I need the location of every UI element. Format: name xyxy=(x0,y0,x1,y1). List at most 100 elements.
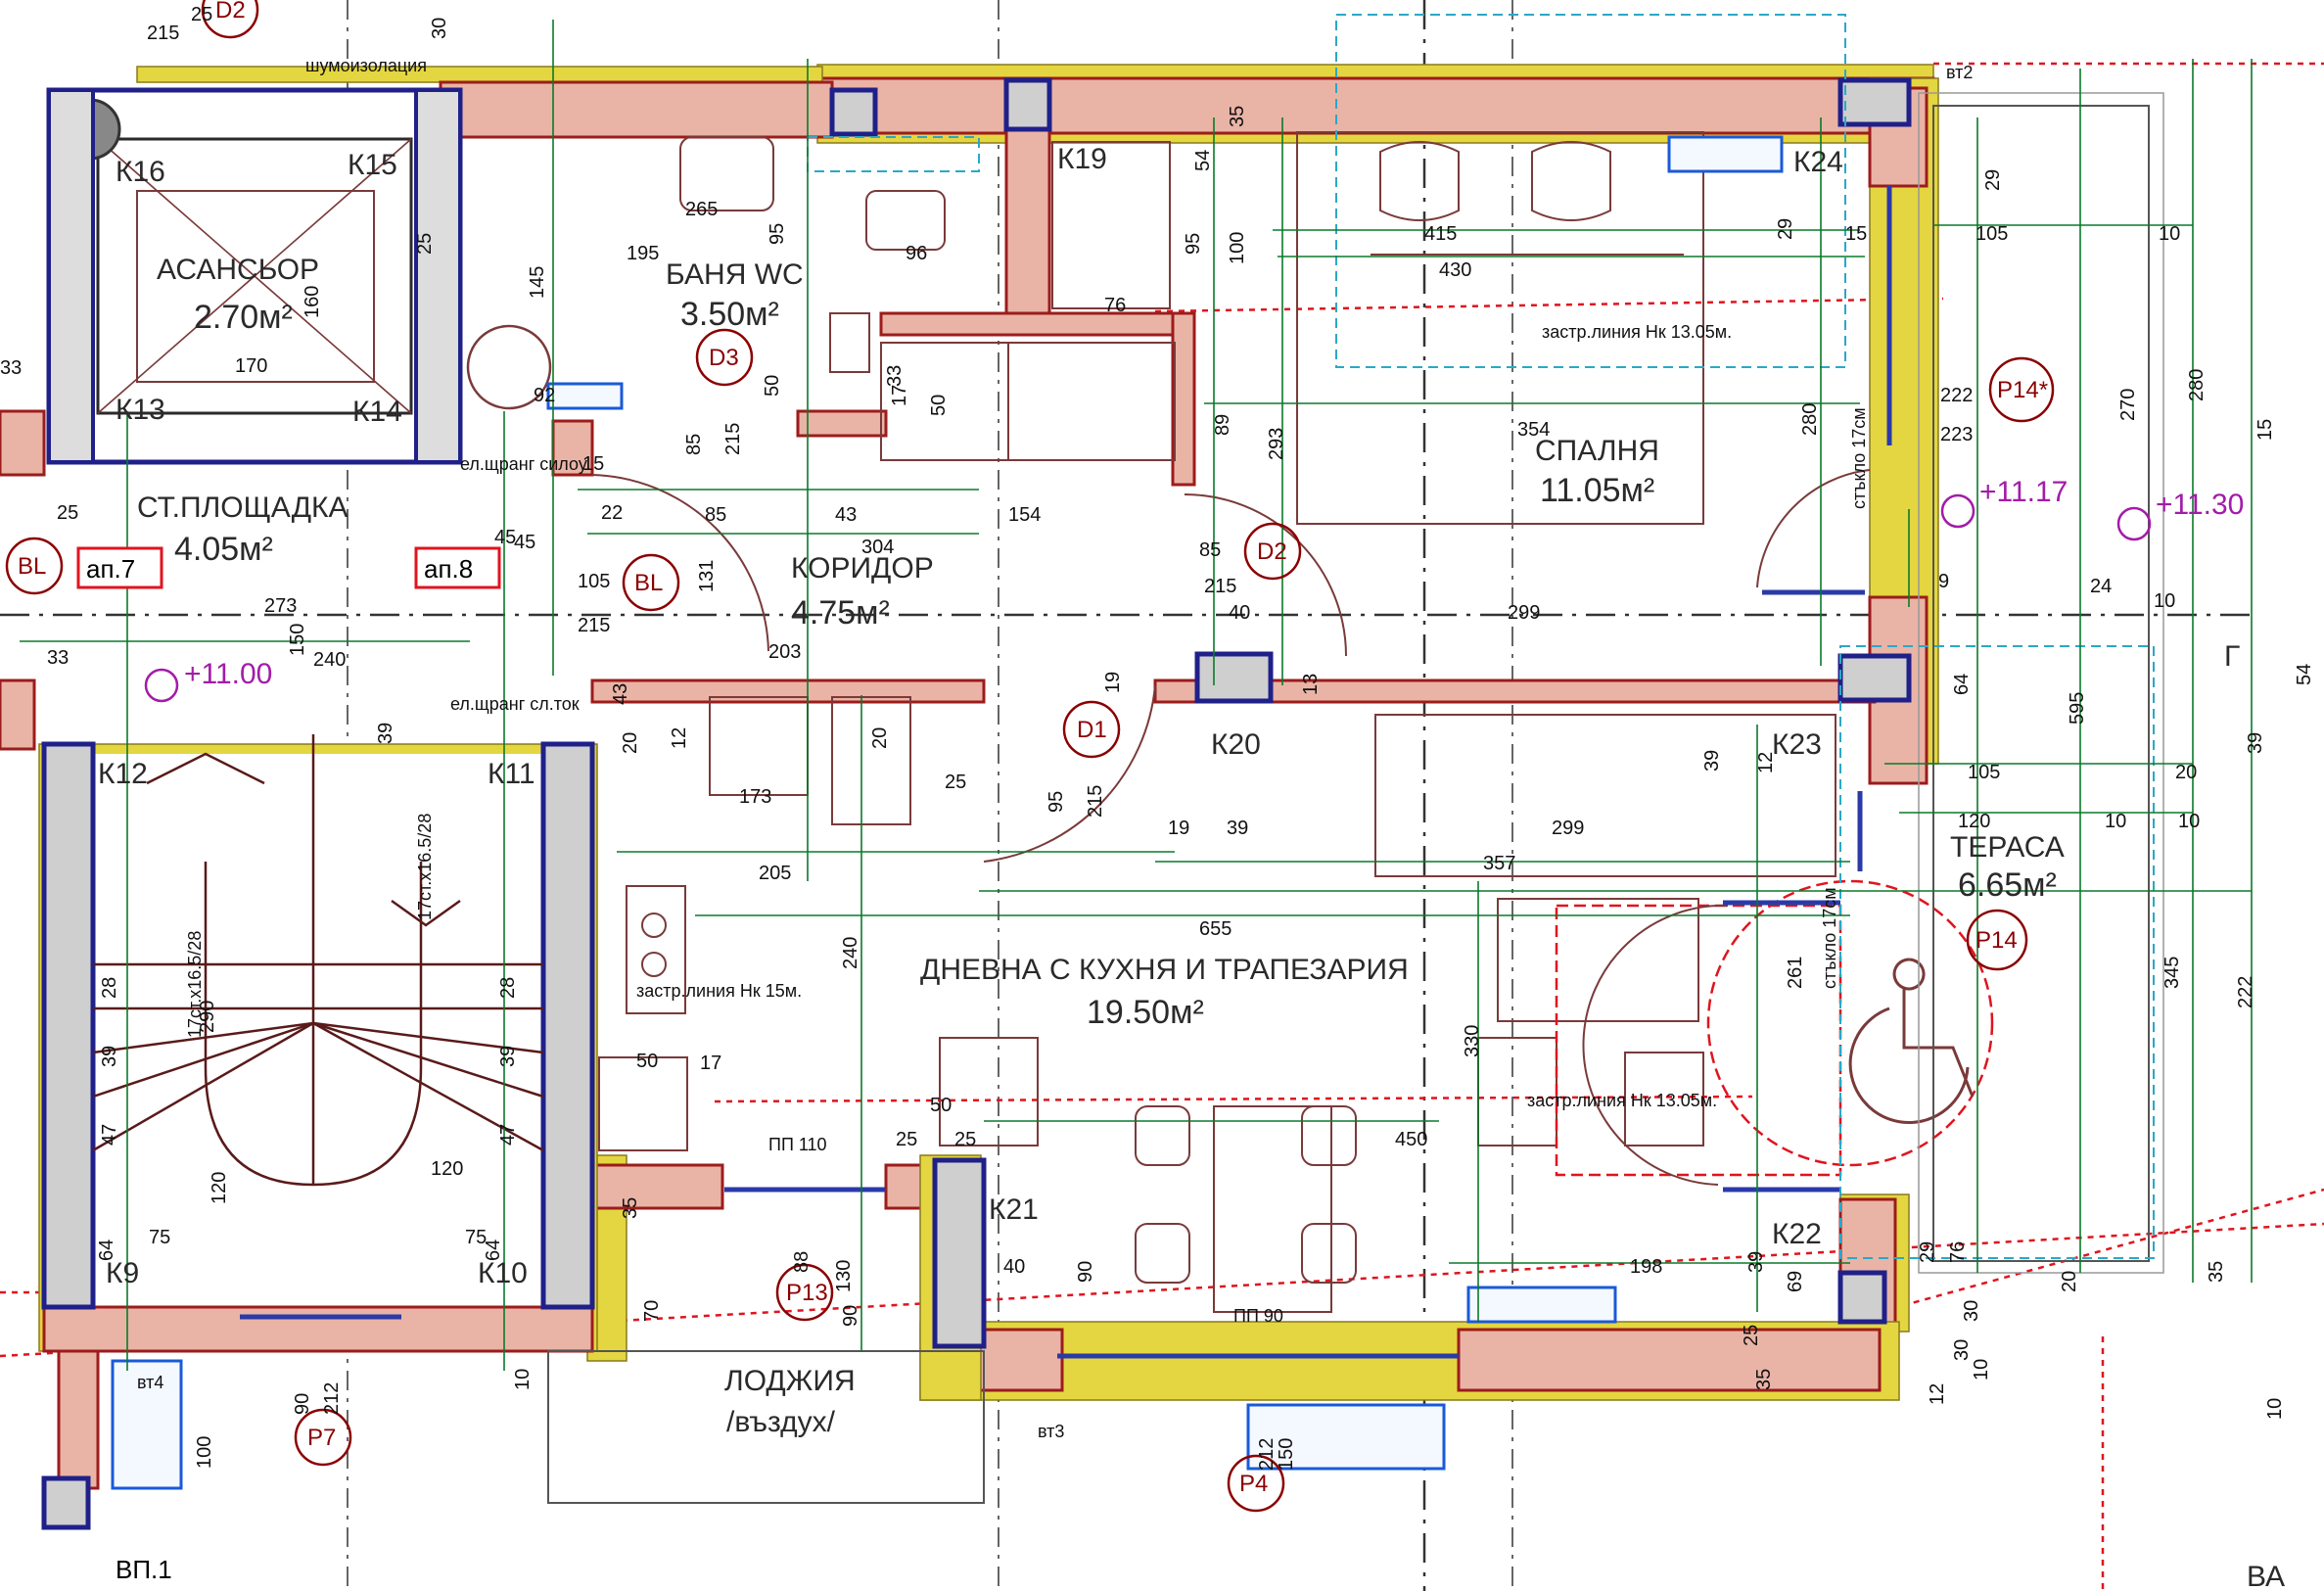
dimension-label: 12 xyxy=(1755,752,1777,773)
room-name-bath: БАНЯ WC xyxy=(666,258,804,291)
opening-tag: BL xyxy=(18,553,46,580)
armchair xyxy=(1624,1052,1704,1146)
dimension-label: 88 xyxy=(791,1251,813,1273)
opening-tag-circle xyxy=(1966,909,2028,971)
dimension-label: 154 xyxy=(1008,504,1041,526)
column-label: К11 xyxy=(488,758,535,790)
wall xyxy=(796,409,888,438)
column-k22 xyxy=(1837,1270,1887,1325)
dimension-label: 47 xyxy=(99,1124,120,1146)
column-label: К16 xyxy=(116,156,165,188)
dimension-label: 50 xyxy=(930,1095,952,1116)
elevator-car xyxy=(136,190,375,383)
wall xyxy=(879,311,1196,337)
dimension-label: 20 xyxy=(2175,762,2197,783)
room-dashed xyxy=(1335,14,1846,368)
dimension-label: 20 xyxy=(620,732,641,754)
dimension-label: 280 xyxy=(2186,369,2208,401)
room-area-landing: 4.05м² xyxy=(174,531,273,568)
dimension-label: 273 xyxy=(264,595,297,617)
wall xyxy=(1004,106,1051,315)
stair-tread xyxy=(312,1021,544,1099)
dimension-label: 215 xyxy=(1085,785,1106,818)
wall xyxy=(1457,1328,1882,1392)
opening-tag: P7 xyxy=(307,1425,336,1451)
radiator xyxy=(111,1359,183,1490)
dimension-label: 22 xyxy=(601,502,623,524)
stair-arrow-head xyxy=(391,899,461,927)
dimension-label: 223 xyxy=(1940,424,1973,445)
bath-fixtures xyxy=(466,136,946,410)
dimension-label: 96 xyxy=(906,243,927,264)
dimension-label: 35 xyxy=(620,1197,641,1219)
column-label: К20 xyxy=(1211,728,1261,761)
dimension-label: 17 xyxy=(700,1053,721,1074)
opening-tag: D3 xyxy=(709,345,739,371)
dimension-label: 50 xyxy=(762,375,783,397)
building-line xyxy=(1154,297,1944,313)
room-area-terrace: 6.65м² xyxy=(1958,866,2057,904)
dimension-label: 10 xyxy=(512,1369,534,1390)
dimension-label: 20 xyxy=(869,727,891,749)
dimension-label: 29 xyxy=(1982,169,2004,191)
room-note-loggia: /въздух/ xyxy=(726,1406,836,1438)
dimension-label: 170 xyxy=(235,355,267,377)
dimension-label: 595 xyxy=(2067,692,2088,725)
dimension-label: 215 xyxy=(1204,576,1236,597)
room-area-bath: 3.50м² xyxy=(680,296,779,333)
opening-tag: BL xyxy=(634,570,663,596)
dimension-label: 35 xyxy=(1753,1369,1775,1390)
dimension-label: 54 xyxy=(1192,150,1214,171)
sink xyxy=(598,1056,688,1151)
clear-area xyxy=(1555,904,1842,1177)
radiator xyxy=(546,382,624,410)
opening-tag-circle xyxy=(5,537,64,595)
dimension-label: 50 xyxy=(928,395,950,416)
dimension-label: 198 xyxy=(1630,1256,1662,1278)
dimension-label: 304 xyxy=(861,537,894,558)
opening-tag-circle xyxy=(201,0,259,39)
dimension-label: 40 xyxy=(1229,602,1250,624)
note: стъкло 17см xyxy=(1849,407,1869,509)
dimension-label: 13 xyxy=(1300,674,1322,695)
opening-tag-circle xyxy=(1988,356,2055,423)
wardrobe xyxy=(1007,342,1176,461)
stair-tread xyxy=(312,1021,544,1152)
dimension-label: 25 xyxy=(57,502,78,524)
dimension-label: 25 xyxy=(191,4,212,25)
dimension-label: 299 xyxy=(1508,602,1540,624)
apartment-tag: ап.7 xyxy=(86,554,135,584)
appliance xyxy=(709,696,809,796)
dimension-label: 25 xyxy=(945,772,966,793)
chair xyxy=(1301,1105,1357,1166)
dimension-label: 39 xyxy=(1701,750,1723,772)
dimension-label: 173 xyxy=(739,786,771,808)
room-name-loggia: ЛОДЖИЯ xyxy=(724,1365,856,1397)
sofa xyxy=(1374,714,1836,877)
pillow xyxy=(1531,141,1611,221)
dimension-label: 270 xyxy=(2117,389,2139,421)
dimension-label: 30 xyxy=(429,18,450,39)
dimension-label: 43 xyxy=(835,504,857,526)
wall xyxy=(593,1163,724,1210)
dimension-label: 19 xyxy=(1102,672,1124,693)
wall xyxy=(1171,311,1196,487)
terrace-outline xyxy=(1932,105,2150,1262)
dimension-label: 15 xyxy=(2254,419,2276,441)
dimension-label: 35 xyxy=(1227,106,1248,127)
door-swing xyxy=(591,474,769,652)
wall-insulation xyxy=(136,66,823,83)
dimension-label: 222 xyxy=(2235,976,2256,1008)
fridge xyxy=(939,1037,1039,1146)
note: ВА xyxy=(2247,1561,2285,1591)
dimension-label: 35 xyxy=(2206,1261,2227,1283)
dimension-label: 222 xyxy=(1940,385,1973,406)
room-name-corridor: КОРИДОР xyxy=(791,552,934,585)
toilet xyxy=(865,190,946,251)
cooker xyxy=(626,885,686,1014)
living-furniture xyxy=(111,696,1836,1490)
dimension-label: 95 xyxy=(767,223,788,245)
room-area-bedroom: 11.05м² xyxy=(1540,472,1654,509)
dimension-label: 76 xyxy=(1947,1241,1969,1263)
dimension-label: 415 xyxy=(1424,223,1457,245)
